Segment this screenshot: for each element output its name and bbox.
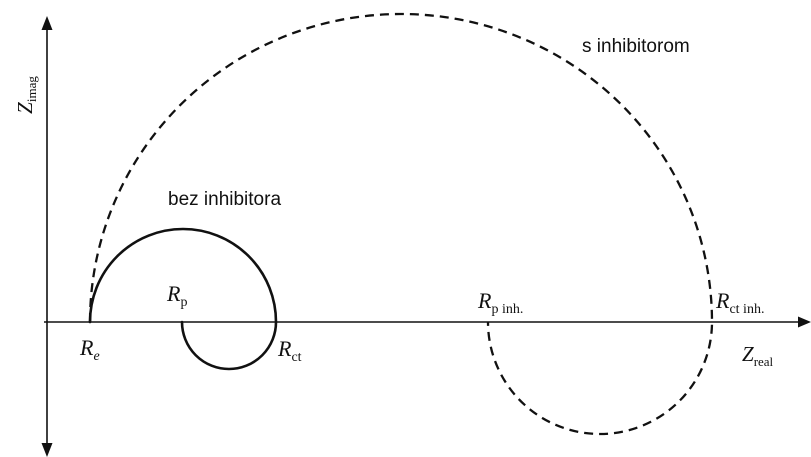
x-axis-label-main: Z	[742, 342, 754, 366]
y-axis-label: Zimag	[13, 76, 39, 114]
x-axis-label: Zreal	[742, 342, 774, 369]
y-axis-arrow-down	[41, 443, 53, 457]
point-label-re: Re	[79, 335, 100, 364]
x-axis-arrow	[798, 316, 811, 328]
label-without-inhibitor: bez inhibitora	[168, 189, 281, 210]
point-label-rp: Rp	[166, 281, 187, 310]
y-axis-arrow-up	[41, 16, 53, 30]
label-with-inhibitor: s inhibitorom	[582, 36, 690, 57]
point-label-rp-inh: Rp inh.	[477, 288, 523, 317]
x-axis-label-sub: real	[754, 354, 774, 369]
x-axis	[44, 316, 811, 328]
svg-text:Zimag: Zimag	[13, 76, 39, 114]
curve-without-inhibitor	[88, 227, 278, 371]
point-label-rct: Rct	[277, 336, 302, 365]
point-label-rct-inh: Rct inh.	[715, 288, 764, 317]
y-axis	[41, 16, 53, 457]
y-axis-label-sub: imag	[24, 76, 39, 102]
curve-with-inhibitor	[88, 12, 714, 436]
y-axis-label-main: Z	[13, 102, 37, 114]
